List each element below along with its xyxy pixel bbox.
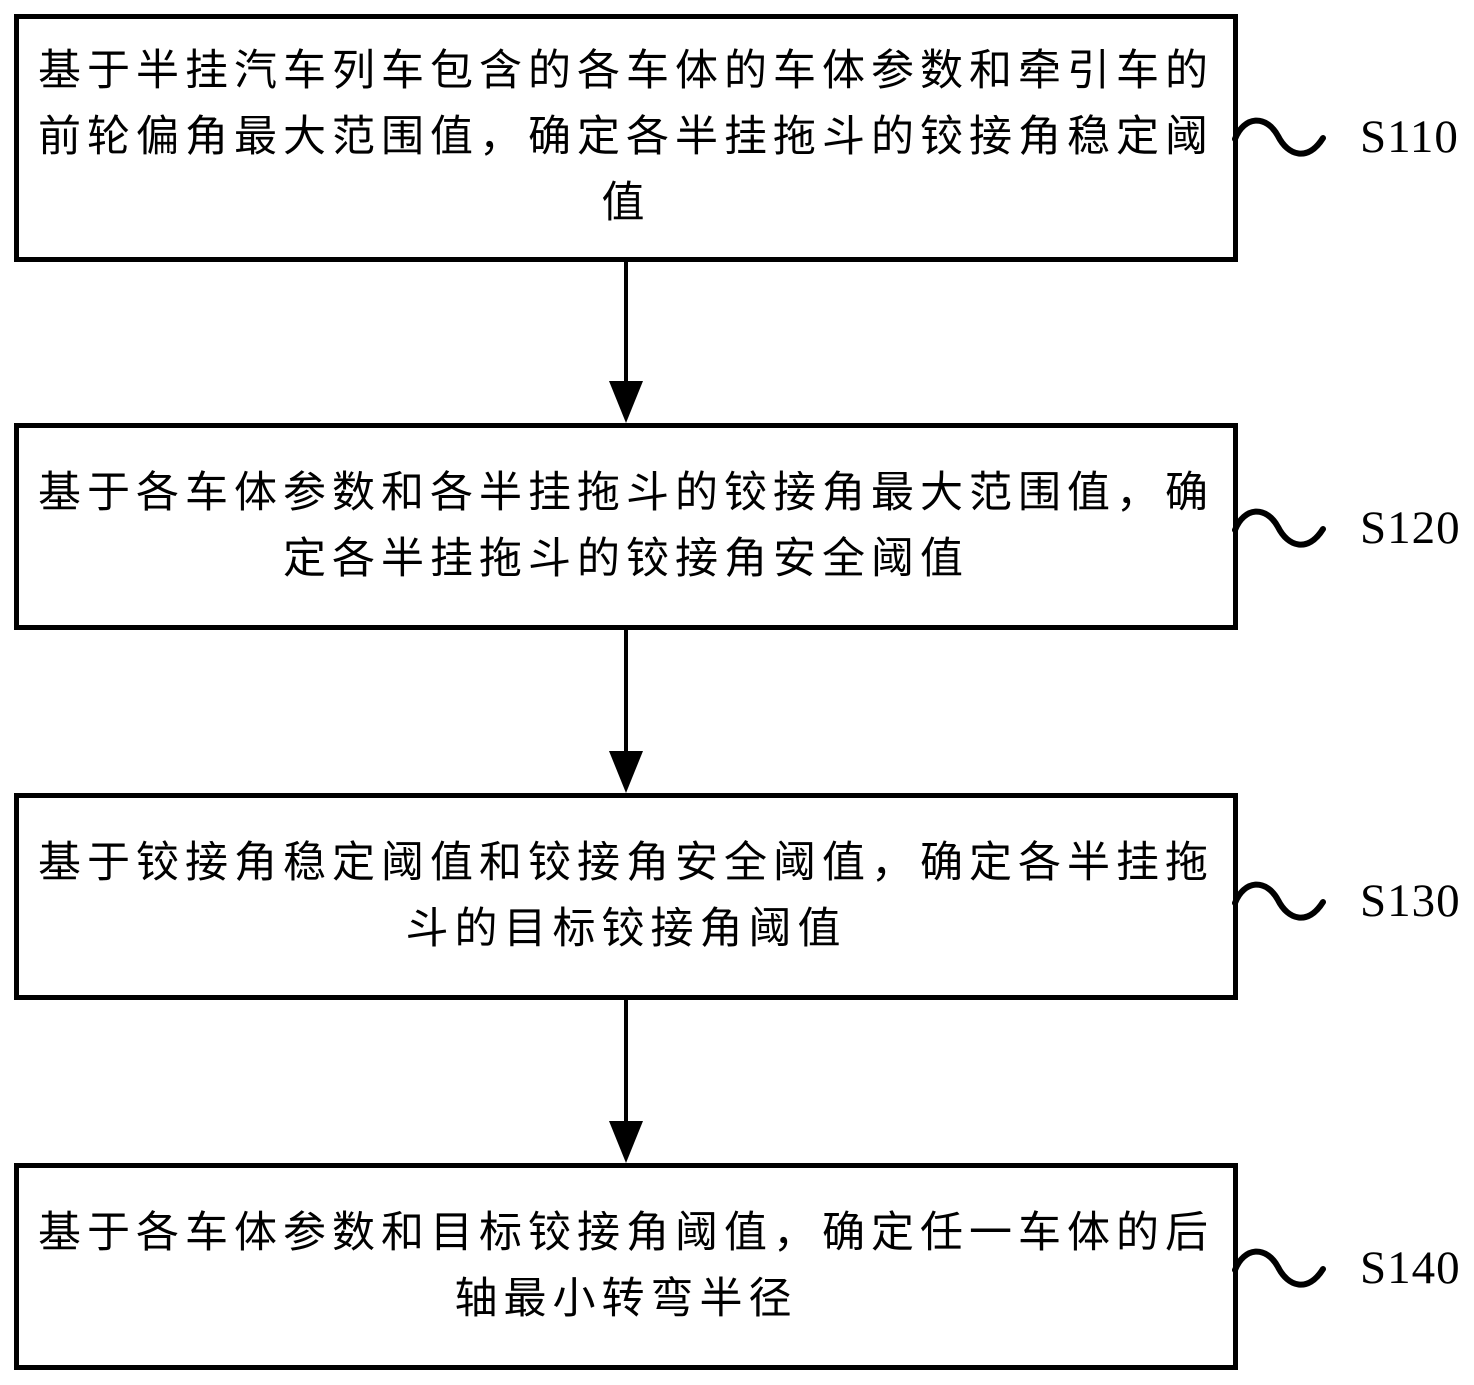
flow-step-box-s140: 基于各车体参数和目标铰接角阈值，确定任一车体的后 轴最小转弯半径 xyxy=(14,1163,1238,1370)
step-text-line: 基于各车体参数和各半挂拖斗的铰接角最大范围值，确 xyxy=(38,469,1214,517)
step-id-text: S130 xyxy=(1360,875,1461,927)
step-label-s130: S130 xyxy=(1232,873,1461,929)
tilde-connector-icon xyxy=(1232,117,1326,157)
arrow-stem xyxy=(624,1000,628,1121)
tilde-connector-icon xyxy=(1232,508,1326,548)
step-text-line: 值 xyxy=(601,180,651,227)
step-text-line: 基于各车体参数和目标铰接角阈值，确定任一车体的后 xyxy=(38,1209,1214,1257)
step-text-line: 轴最小转弯半径 xyxy=(454,1275,798,1323)
step-id-text: S140 xyxy=(1360,1242,1461,1294)
flow-arrow-1 xyxy=(608,262,644,423)
tilde-connector-icon xyxy=(1232,1248,1326,1288)
step-label-s110: S110 xyxy=(1232,109,1459,165)
step-label-s120: S120 xyxy=(1232,500,1461,556)
step-id-text: S110 xyxy=(1360,111,1459,163)
arrow-down-icon xyxy=(609,751,643,793)
arrow-stem xyxy=(624,630,628,751)
flow-arrow-2 xyxy=(608,630,644,793)
step-label-s140: S140 xyxy=(1232,1240,1461,1296)
step-id-text: S120 xyxy=(1360,502,1461,554)
step-text-s130: 基于铰接角稳定阈值和铰接角安全阈值，确定各半挂拖 斗的目标铰接角阈值 xyxy=(19,831,1233,963)
step-text-s120: 基于各车体参数和各半挂拖斗的铰接角最大范围值，确 定各半挂拖斗的铰接角安全阈值 xyxy=(19,461,1233,593)
step-text-line: 前轮偏角最大范围值，确定各半挂拖斗的铰接角稳定阈 xyxy=(38,114,1214,161)
flow-step-box-s130: 基于铰接角稳定阈值和铰接角安全阈值，确定各半挂拖 斗的目标铰接角阈值 xyxy=(14,793,1238,1000)
step-text-line: 基于铰接角稳定阈值和铰接角安全阈值，确定各半挂拖 xyxy=(38,839,1214,887)
flow-step-box-s120: 基于各车体参数和各半挂拖斗的铰接角最大范围值，确 定各半挂拖斗的铰接角安全阈值 xyxy=(14,423,1238,630)
step-text-line: 斗的目标铰接角阈值 xyxy=(405,905,847,953)
step-text-line: 定各半挂拖斗的铰接角安全阈值 xyxy=(283,535,969,583)
step-text-s110: 基于半挂汽车列车包含的各车体的车体参数和牵引车的 前轮偏角最大范围值，确定各半挂… xyxy=(19,39,1233,237)
step-text-line: 基于半挂汽车列车包含的各车体的车体参数和牵引车的 xyxy=(38,48,1214,95)
step-text-s140: 基于各车体参数和目标铰接角阈值，确定任一车体的后 轴最小转弯半径 xyxy=(19,1201,1233,1333)
flow-step-box-s110: 基于半挂汽车列车包含的各车体的车体参数和牵引车的 前轮偏角最大范围值，确定各半挂… xyxy=(14,14,1238,262)
tilde-connector-icon xyxy=(1232,881,1326,921)
arrow-down-icon xyxy=(609,381,643,423)
arrow-stem xyxy=(624,262,628,381)
arrow-down-icon xyxy=(609,1121,643,1163)
flow-arrow-3 xyxy=(608,1000,644,1163)
